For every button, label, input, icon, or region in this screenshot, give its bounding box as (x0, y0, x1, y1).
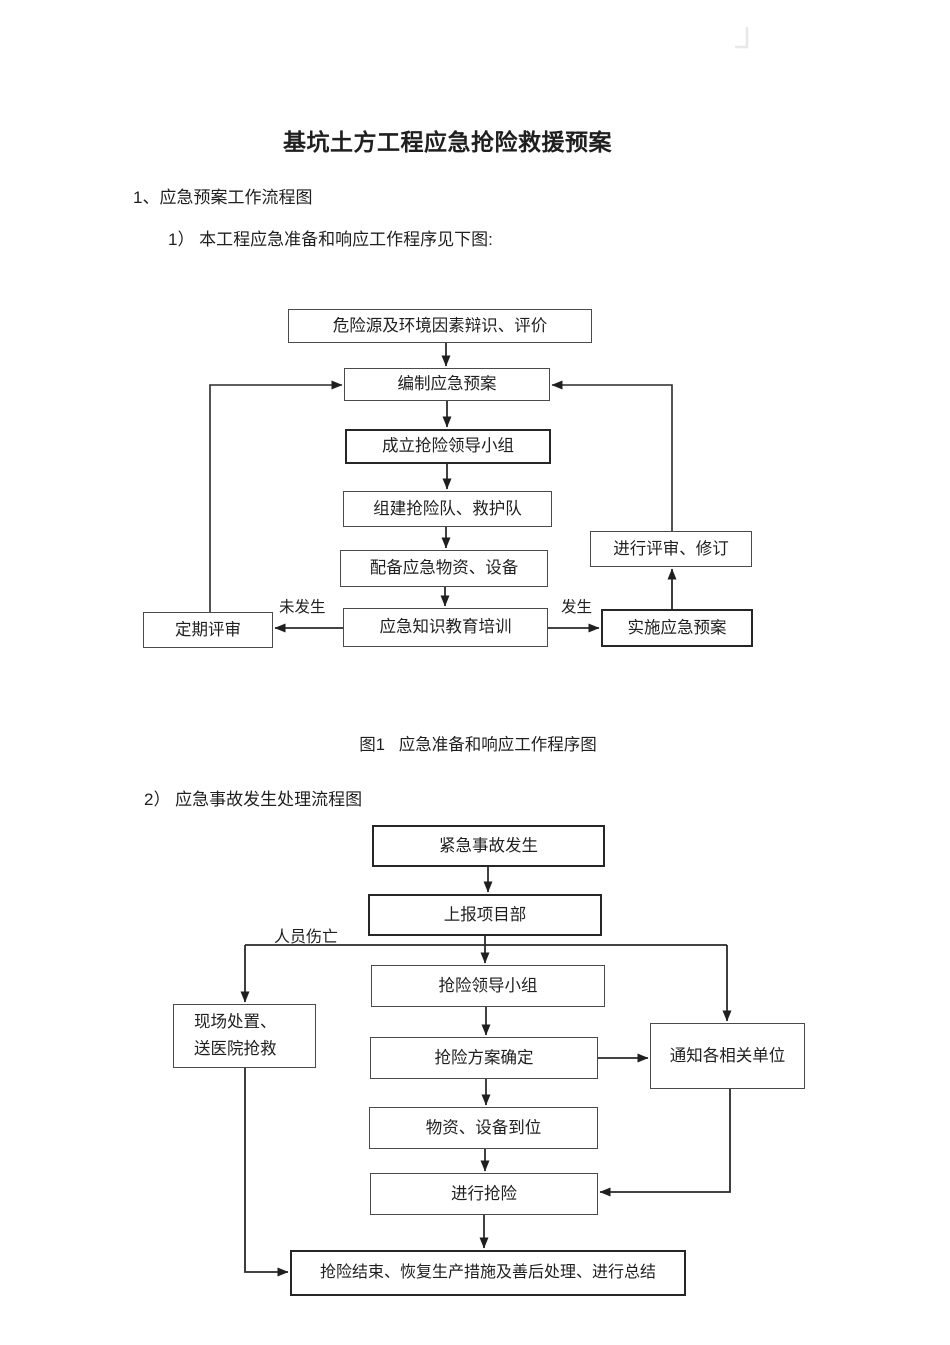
flow2-node-materials-in-place: 物资、设备到位 (369, 1107, 598, 1149)
flow1-node-materials-equipment: 配备应急物资、设备 (340, 550, 548, 587)
flow2-node-emergency-incident: 紧急事故发生 (372, 825, 605, 867)
flow1-node-periodic-review: 定期评审 (143, 612, 273, 648)
page-title: 基坑土方工程应急抢险救援预案 (283, 129, 612, 155)
flow1-node-hazard-identification: 危险源及环境因素辩识、评价 (288, 309, 592, 343)
flow2-node-onsite-line2: 送医院抢救 (194, 1040, 277, 1058)
flow2-node-onsite-treatment: 现场处置、 送医院抢救 (173, 1004, 316, 1068)
flow1-edge-label-occurred: 发生 (561, 599, 593, 616)
flow2-node-report-project-dept: 上报项目部 (368, 894, 602, 936)
flow1-node-implement-plan: 实施应急预案 (601, 609, 753, 647)
flow1-node-lead-group: 成立抢险领导小组 (345, 429, 551, 464)
flow1-edge-label-not-occurred: 未发生 (279, 599, 326, 616)
flow1-node-review-revise: 进行评审、修订 (590, 531, 752, 567)
figure1-caption: 图1 应急准备和响应工作程序图 (359, 736, 597, 754)
flow2-node-rescue-lead-group: 抢险领导小组 (371, 965, 605, 1007)
flow2-node-carry-out-rescue: 进行抢险 (370, 1173, 598, 1215)
flow2-node-conclude: 抢险结束、恢复生产措施及善后处理、进行总结 (290, 1250, 686, 1296)
flow2-node-onsite-line1: 现场处置、 (194, 1012, 277, 1031)
flow2-node-notify-units: 通知各相关单位 (650, 1023, 805, 1089)
flow1-node-compile-plan: 编制应急预案 (344, 368, 550, 401)
section-heading-1: 1、应急预案工作流程图 (133, 188, 313, 207)
section-subheading-2: 2） 应急事故发生处理流程图 (144, 790, 363, 809)
flow1-node-rescue-teams: 组建抢险队、救护队 (343, 491, 552, 527)
section-subheading-1: 1） 本工程应急准备和响应工作程序见下图: (168, 230, 493, 249)
flow2-node-plan-confirm: 抢险方案确定 (370, 1037, 598, 1079)
flow1-node-education-training: 应急知识教育培训 (343, 608, 548, 647)
corner-mark (735, 27, 749, 49)
flow2-edge-label-casualty: 人员伤亡 (274, 929, 339, 946)
